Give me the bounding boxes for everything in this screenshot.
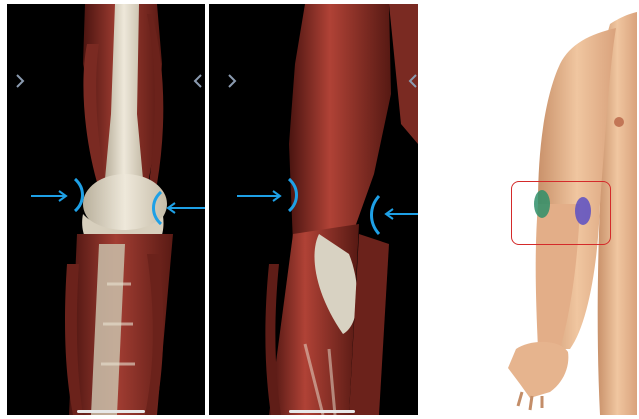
green-marker-icon[interactable] bbox=[534, 190, 550, 218]
indicator-arrow-left-icon-2 bbox=[233, 174, 303, 214]
indicator-arrow-left-icon bbox=[27, 174, 89, 214]
chevron-left-icon bbox=[189, 66, 205, 96]
chevron-left-icon bbox=[404, 66, 418, 96]
previous-view-button-2[interactable] bbox=[223, 66, 241, 96]
purple-marker-icon[interactable] bbox=[575, 197, 591, 225]
panel-elbow-posterior-view[interactable] bbox=[7, 4, 205, 415]
previous-view-button[interactable] bbox=[11, 66, 29, 96]
next-view-button[interactable] bbox=[189, 66, 205, 96]
next-view-button-2[interactable] bbox=[404, 66, 418, 96]
highlight-rectangle-icon bbox=[511, 181, 611, 245]
chevron-right-icon bbox=[11, 66, 29, 96]
indicator-arrow-right-icon bbox=[147, 188, 205, 228]
indicator-arrow-right-icon-2 bbox=[365, 192, 418, 236]
panel-elbow-lateral-view[interactable] bbox=[209, 4, 418, 415]
panel-upper-body-skin-view[interactable] bbox=[420, 4, 637, 415]
chevron-right-icon bbox=[223, 66, 241, 96]
view-slider-handle[interactable] bbox=[77, 410, 145, 413]
view-slider-handle-2[interactable] bbox=[289, 410, 355, 413]
